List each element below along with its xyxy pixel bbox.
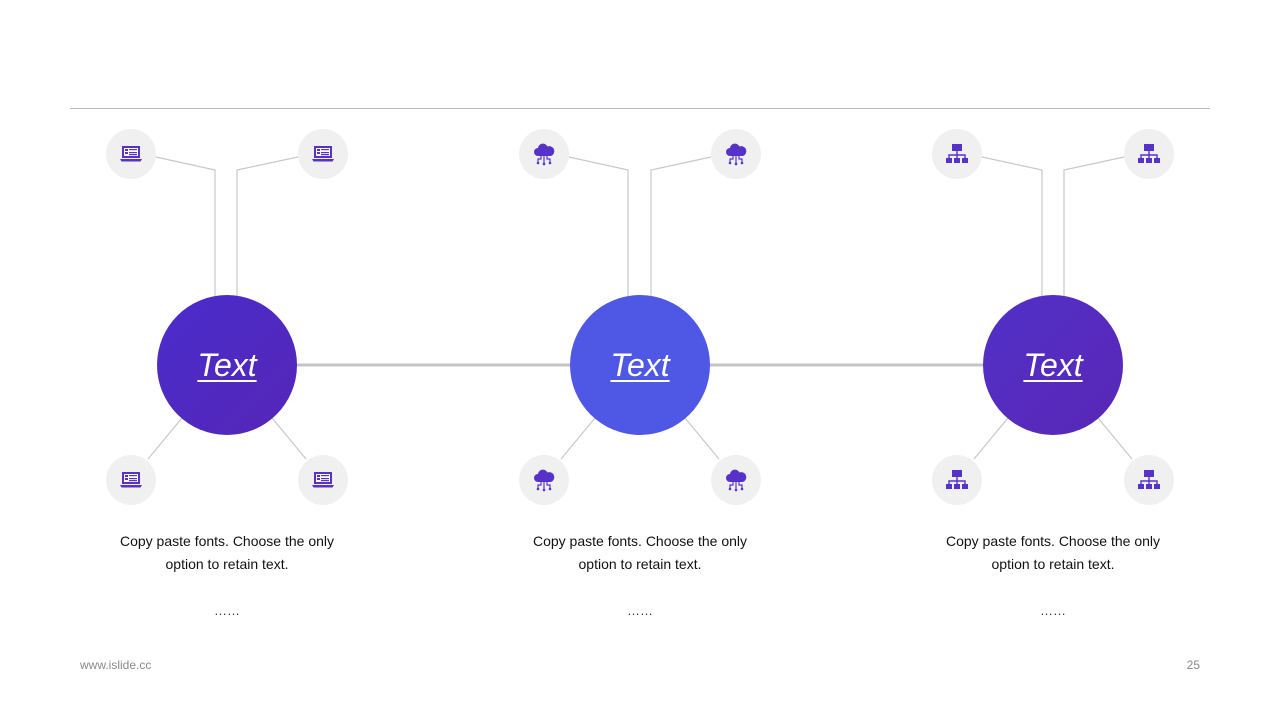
more-ellipsis: …… bbox=[214, 603, 240, 618]
satellite-top-right bbox=[1124, 129, 1174, 179]
caption-line: option to retain text. bbox=[165, 555, 289, 572]
hub-circle-2: Text bbox=[570, 295, 710, 435]
connector-line bbox=[1063, 156, 1125, 296]
satellite-bottom-right bbox=[711, 455, 761, 505]
laptop-icon bbox=[312, 146, 334, 162]
caption-line: Copy paste fonts. Choose the only bbox=[945, 533, 1161, 549]
connector-line bbox=[271, 417, 307, 460]
satellite-top-left bbox=[106, 129, 156, 179]
connector-line bbox=[650, 156, 712, 296]
caption-line: Copy paste fonts. Choose the only bbox=[532, 533, 748, 549]
connector-line bbox=[560, 417, 596, 460]
more-ellipsis: …… bbox=[1040, 603, 1066, 618]
satellite-bottom-left bbox=[932, 455, 982, 505]
footer-website: www.islide.cc bbox=[80, 658, 152, 672]
satellite-top-left bbox=[519, 129, 569, 179]
laptop-icon bbox=[120, 146, 142, 162]
caption-line: option to retain text. bbox=[578, 555, 702, 572]
cloud-network-icon bbox=[726, 469, 747, 492]
hub-label: Text bbox=[1023, 346, 1083, 383]
hierarchy-icon bbox=[1138, 470, 1160, 489]
connector-line bbox=[1097, 417, 1133, 460]
satellite-bottom-left bbox=[519, 455, 569, 505]
satellite-top-right bbox=[711, 129, 761, 179]
connector-line bbox=[981, 156, 1043, 296]
caption-2: Copy paste fonts. Choose the only option… bbox=[490, 530, 790, 575]
connector-line bbox=[155, 156, 216, 296]
laptop-icon bbox=[312, 472, 334, 488]
more-ellipsis: …… bbox=[627, 603, 653, 618]
satellite-bottom-left bbox=[106, 455, 156, 505]
hub-label: Text bbox=[197, 346, 257, 383]
caption-1: Copy paste fonts. Choose the only option… bbox=[77, 530, 377, 575]
caption-3: Copy paste fonts. Choose the only option… bbox=[903, 530, 1203, 575]
connector-line bbox=[973, 417, 1009, 460]
satellite-top-left bbox=[932, 129, 982, 179]
hub-circle-1: Text bbox=[157, 295, 297, 435]
top-divider bbox=[70, 108, 1210, 109]
satellite-top-right bbox=[298, 129, 348, 179]
cloud-network-icon bbox=[534, 469, 555, 492]
cloud-network-icon bbox=[726, 143, 747, 166]
connector-line bbox=[568, 156, 629, 296]
caption-line: option to retain text. bbox=[991, 555, 1115, 572]
connector-line bbox=[684, 417, 720, 460]
hub-label: Text bbox=[610, 346, 670, 383]
laptop-icon bbox=[120, 472, 142, 488]
hierarchy-icon bbox=[1138, 144, 1160, 163]
hierarchy-icon bbox=[946, 144, 968, 163]
satellite-bottom-right bbox=[298, 455, 348, 505]
connector-line bbox=[236, 156, 299, 296]
satellite-bottom-right bbox=[1124, 455, 1174, 505]
hierarchy-icon bbox=[946, 470, 968, 489]
caption-line: Copy paste fonts. Choose the only bbox=[119, 533, 335, 549]
hub-circle-3: Text bbox=[983, 295, 1123, 435]
cloud-network-icon bbox=[534, 143, 555, 166]
connector-line bbox=[147, 417, 183, 460]
page-number: 25 bbox=[1186, 658, 1200, 672]
